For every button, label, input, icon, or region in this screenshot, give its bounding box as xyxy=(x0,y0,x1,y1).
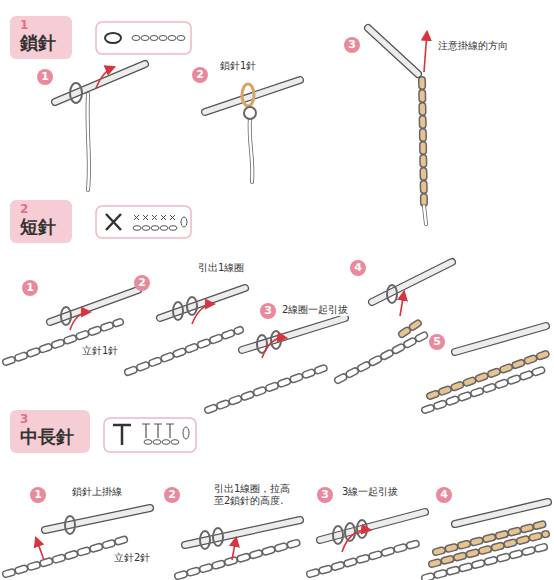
annotation: 引出1線圈，拉高至2鎖針的高度. xyxy=(212,483,296,507)
chain-symbol xyxy=(96,22,191,54)
annotation: 注意掛線的方向 xyxy=(436,40,510,52)
stitch-name: 鎖針 xyxy=(20,32,60,54)
stitch-header: 2短針 xyxy=(10,200,72,243)
callout-number: 2 xyxy=(192,67,208,83)
callout-number: 2 xyxy=(164,487,180,503)
callout-number: 3 xyxy=(344,37,360,53)
callout-number: 2 xyxy=(134,275,150,291)
annotation: 立針2針 xyxy=(112,552,152,564)
callout-number: 1 xyxy=(37,69,53,85)
callout-number: 5 xyxy=(429,334,445,350)
annotation: 立針1針 xyxy=(80,345,120,357)
annotation: 鎖針1針 xyxy=(218,60,258,72)
stitch-name: 短針 xyxy=(20,216,60,238)
callout-number: 1 xyxy=(30,487,46,503)
section-number: 1 xyxy=(20,18,60,32)
annotation: 3線一起引拔 xyxy=(340,486,400,498)
callout-number: 3 xyxy=(260,303,276,319)
callout-number: 4 xyxy=(350,260,366,276)
half-double-crochet-steps xyxy=(6,502,548,578)
single-crochet-symbol xyxy=(96,206,191,238)
annotation: 鎖針上掛線 xyxy=(70,486,124,498)
chain-steps xyxy=(55,28,427,224)
stitch-name: 中長針 xyxy=(20,426,78,448)
section-number: 3 xyxy=(20,412,78,426)
half-double-crochet-symbol xyxy=(104,418,196,452)
callout-number: 1 xyxy=(22,280,38,296)
stitch-header: 3中長針 xyxy=(10,410,90,453)
section-number: 2 xyxy=(20,202,60,216)
callout-number: 3 xyxy=(317,487,333,503)
stitch-header: 1鎖針 xyxy=(10,16,72,59)
annotation: 引出1線圈 xyxy=(196,262,246,274)
callout-number: 4 xyxy=(436,487,452,503)
annotation: 2線圈一起引拔 xyxy=(280,304,350,316)
single-crochet-steps xyxy=(6,262,548,410)
